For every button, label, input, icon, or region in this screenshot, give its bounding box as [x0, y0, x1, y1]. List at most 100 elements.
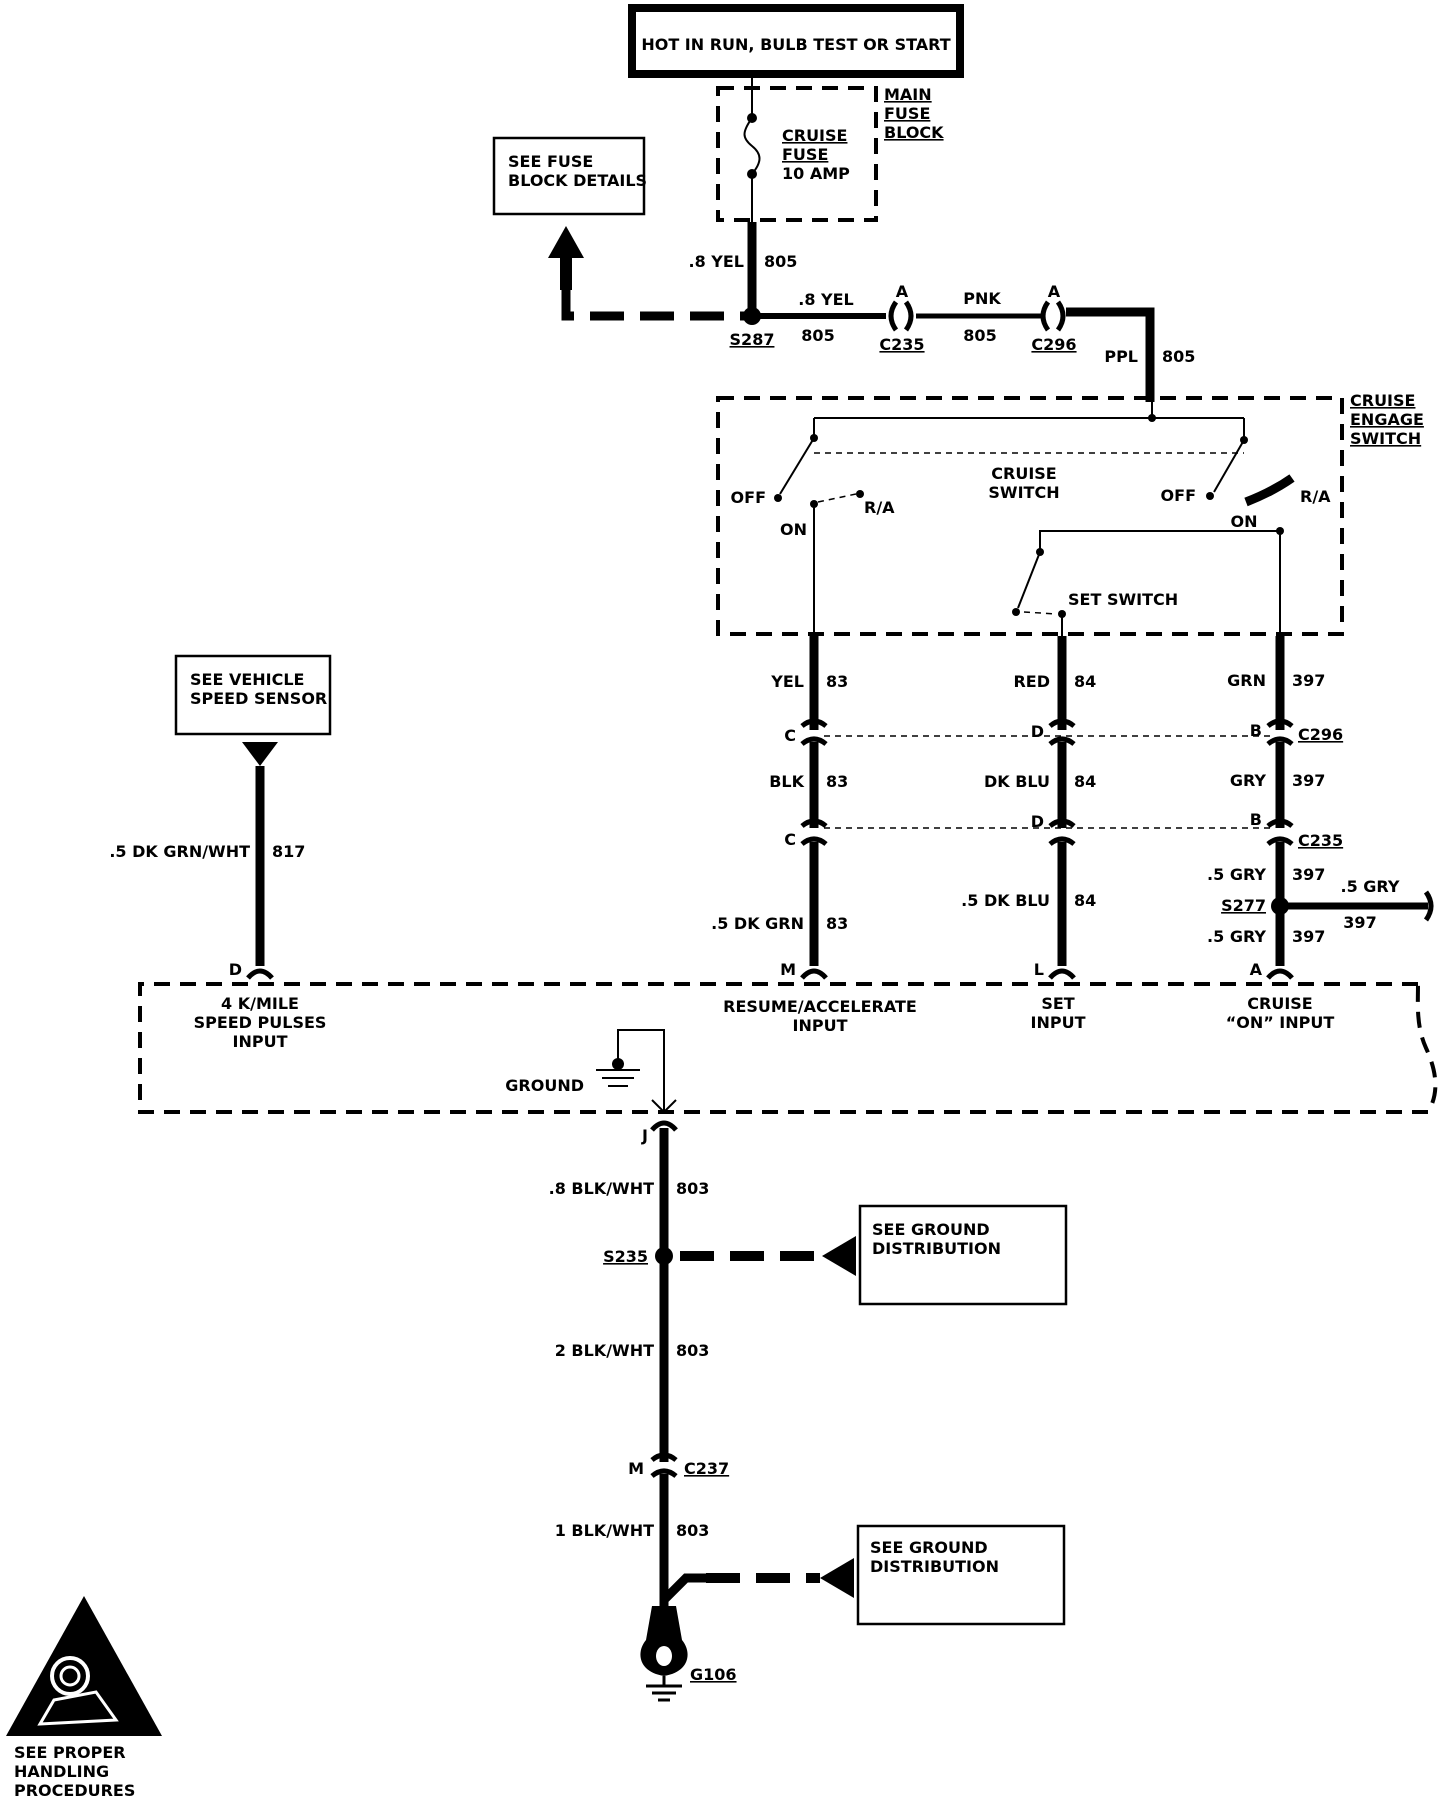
red-color: RED: [1013, 672, 1050, 691]
ground-dist-2-arrow-icon: [820, 1558, 854, 1598]
connector-pin-d: [246, 968, 274, 980]
pin-m: M: [780, 960, 796, 979]
connector-pin-l: [1048, 968, 1076, 980]
fuse-details-box: [492, 136, 646, 216]
yel-num: 83: [826, 672, 848, 691]
g3-num: 803: [676, 1521, 709, 1540]
gry5a-color: .5 GRY: [1207, 865, 1266, 884]
engage-switch-label-2: ENGAGE: [1350, 410, 1424, 429]
set-switch-label: SET SWITCH: [1068, 590, 1178, 609]
gry5b-num: 397: [1292, 927, 1325, 946]
connector-c296-pin-c: [800, 718, 828, 729]
ground-dist-1-box: [858, 1204, 1068, 1306]
connector-c235-top-b: [903, 300, 914, 332]
ground-symbol-icon: [596, 1069, 640, 1087]
switch-bus: [813, 402, 1245, 440]
s277-label: S277: [1221, 896, 1266, 915]
pin-a3: A: [1250, 960, 1263, 979]
branch-connector: [1423, 890, 1434, 922]
right-switch-off-contact: [1206, 492, 1214, 500]
cruise-engage-switch-outline: [716, 396, 1344, 636]
connector-c296-pin-b: [1266, 718, 1294, 729]
vss-ref-box: [174, 654, 332, 736]
ra-left: R/A: [864, 498, 895, 517]
fuse-label-2: FUSE: [782, 145, 828, 164]
connector-c296-top: [1040, 300, 1051, 332]
fuse-label-3: 10 AMP: [782, 164, 850, 183]
dkblu-color: DK BLU: [984, 772, 1050, 791]
connector-pin-a: [1266, 968, 1294, 980]
pin-c1: C: [784, 726, 796, 745]
w-ppl-color: PPL: [1104, 347, 1138, 366]
dkblu5-num: 84: [1074, 891, 1096, 910]
c235-side-label: C235: [1298, 831, 1343, 850]
main-fuse-block-label-3: BLOCK: [884, 123, 944, 142]
ground-eyelet-icon: [640, 1606, 688, 1676]
ground-dist-1-text-1: SEE GROUND: [872, 1220, 990, 1239]
pin-b1: B: [1250, 721, 1262, 740]
c296-top-label: C296: [1031, 335, 1076, 354]
main-fuse-block-label-1: MAIN: [884, 85, 932, 104]
pin-a2: A: [1048, 282, 1061, 301]
grn-color: GRN: [1227, 671, 1266, 690]
pin-d1: D: [1031, 722, 1044, 741]
connector-pin-j: [650, 1120, 678, 1132]
set-switch-blade: [1017, 551, 1041, 609]
pin-j: J: [641, 1126, 648, 1145]
connector-c296-pin-c-b: [800, 736, 828, 747]
ground-dist-1-arrow-icon: [822, 1236, 856, 1276]
gry5a-num: 397: [1292, 865, 1325, 884]
w-pnk-color: PNK: [963, 289, 1001, 308]
gry5c-num: 397: [1343, 913, 1376, 932]
warning-seat-icon: [37, 1690, 119, 1726]
speed-input-2: SPEED PULSES: [194, 1013, 327, 1032]
set-input-1: SET: [1041, 994, 1074, 1013]
connector-c237: [650, 1452, 678, 1463]
vss-arrow-icon: [242, 742, 278, 766]
ground-symbol-g106-icon: [646, 1676, 682, 1702]
set-switch-feed: [1039, 530, 1280, 552]
g2-color: 2 BLK/WHT: [555, 1341, 654, 1360]
left-switch-ra-contact: [856, 490, 864, 498]
set-switch-open-contact: [1012, 608, 1020, 616]
fuse-icon: [743, 117, 761, 175]
ground-eyelet-hole: [656, 1646, 672, 1666]
pin-d3: D: [229, 960, 242, 979]
connector-c235-pin-d: [1048, 818, 1076, 829]
cruise-on-input-1: CRUISE: [1247, 994, 1312, 1013]
gry-num: 397: [1292, 771, 1325, 790]
c235-top-label: C235: [879, 335, 924, 354]
resume-input-1: RESUME/ACCELERATE: [723, 997, 917, 1016]
connector-c237-b: [650, 1468, 678, 1479]
gry5c-color: .5 GRY: [1341, 877, 1400, 896]
w-pnk-num: 805: [963, 326, 996, 345]
cruise-on-input-2: “ON” INPUT: [1226, 1013, 1335, 1032]
g2-num: 803: [676, 1341, 709, 1360]
fuse-details-text-1: SEE FUSE: [508, 152, 593, 171]
pin-a1: A: [896, 282, 909, 301]
handling-text-1: SEE PROPER: [14, 1743, 126, 1762]
ground-dist-1-text-2: DISTRIBUTION: [872, 1239, 1001, 1258]
cruise-module-outline: [138, 982, 1438, 1114]
s235-label: S235: [603, 1247, 648, 1266]
dkblu-num: 84: [1074, 772, 1096, 791]
warning-airbag-inner-icon: [59, 1665, 81, 1687]
speed-input-3: INPUT: [233, 1032, 288, 1051]
w-s287-color: .8 YEL: [798, 290, 854, 309]
blk-num: 83: [826, 772, 848, 791]
fuse-ref-dashed-link: [561, 290, 748, 321]
g1-num: 803: [676, 1179, 709, 1198]
g106-label: G106: [690, 1665, 737, 1684]
power-header-box: [628, 4, 964, 78]
pin-m2: M: [628, 1459, 644, 1478]
connector-c235-top: [888, 300, 899, 332]
connector-c235-pin-d-b: [1048, 836, 1076, 847]
speed-input-1: 4 K/MILE: [221, 994, 299, 1013]
main-fuse-block-outline: [716, 86, 878, 222]
ground-dist-2-text-2: DISTRIBUTION: [870, 1557, 999, 1576]
dkgrn-color: .5 DK GRN: [711, 914, 804, 933]
off-left: OFF: [731, 488, 766, 507]
connector-c296-pin-d-b: [1048, 736, 1076, 747]
connector-c296-pin-d: [1048, 718, 1076, 729]
handling-text-2: HANDLING: [14, 1762, 109, 1781]
